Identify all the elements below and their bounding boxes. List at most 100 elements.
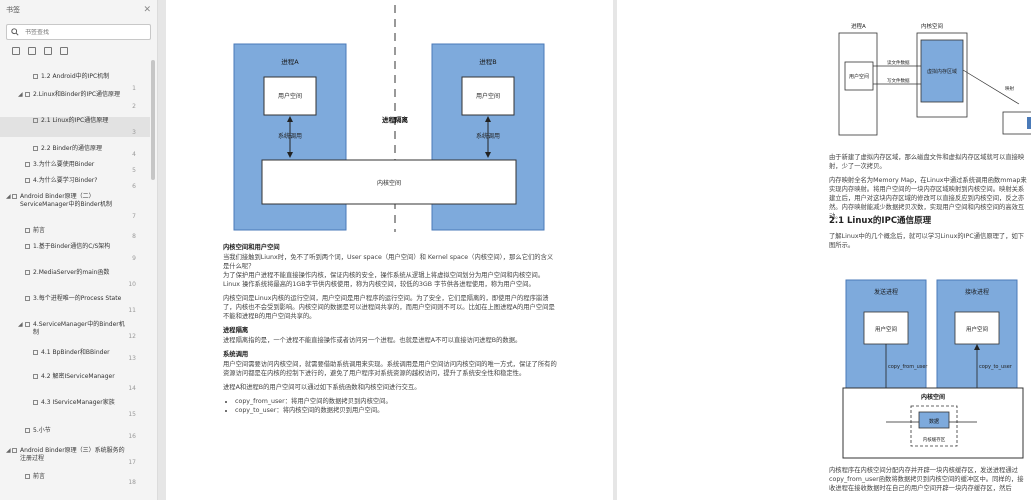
toc-page: 7 (132, 213, 136, 220)
page-icon (25, 228, 30, 233)
left-page-text: 内核空间和用户空间 当我们接触到Liunx时，免不了听到两个词，User spa… (223, 243, 559, 415)
add-bookmark-icon[interactable] (44, 47, 52, 55)
write-file-label: 写文件数据 (887, 77, 910, 84)
page-icon (33, 146, 38, 151)
chevron-down-icon[interactable]: ◢ (6, 447, 11, 454)
paragraph: 用户空间需要访问内核空间，就需要借助系统调用来实现。系统调用是用户空间访问内核空… (223, 361, 557, 377)
process-b-label: 进程B (479, 57, 496, 66)
page-icon (33, 350, 38, 355)
document-viewer[interactable]: 进程A 进程B 用户空间 用户空间 系统调用 系统调用 内核空间 进程隔离 内核 (158, 0, 1031, 500)
page-icon (25, 322, 30, 327)
toc-item-label: Android Binder原理（三）系统服务的注册过程 (20, 447, 125, 462)
toc-page: 18 (128, 479, 136, 486)
bullet-list: copy_from_user：将用户空间的数据拷贝到内核空间。 copy_to_… (235, 397, 559, 415)
toc-item-label: 1.基于Binder通信的C/S架构 (33, 243, 111, 250)
toc-page: 15 (128, 411, 136, 418)
mmap-process-a-label: 进程A (851, 22, 866, 30)
toc-page: 8 (132, 233, 136, 240)
page-icon (33, 400, 38, 405)
section-heading: 2.1 Linux的IPC通信原理 (829, 216, 932, 226)
data-label: 数据 (929, 418, 939, 425)
toc-item[interactable]: 2.1 Linux的IPC通信原理 3 (0, 117, 150, 137)
chevron-down-icon[interactable]: ◢ (6, 193, 11, 200)
toc-item[interactable]: 2.MediaServer的main函数 10 (0, 269, 150, 288)
toc-page: 16 (128, 433, 136, 440)
page-icon (25, 178, 30, 183)
toc-page: 9 (132, 255, 136, 262)
syscall-b-label: 系统调用 (476, 132, 500, 140)
bookmark-search[interactable] (6, 24, 151, 40)
copy-from-user-label: copy_from_user (888, 364, 928, 370)
page-icon (12, 194, 17, 199)
search-input[interactable] (25, 28, 125, 36)
page-icon (12, 448, 17, 453)
page-icon (33, 74, 38, 79)
page-icon (25, 270, 30, 275)
bookmark-icon[interactable] (60, 47, 68, 55)
collapse-all-icon[interactable] (28, 47, 36, 55)
copy-to-user-label: copy_to_user (979, 364, 1013, 370)
paragraph: 内核空间是Linux内核的运行空间，用户空间是用户程序的运行空间。为了安全，它们… (223, 295, 555, 320)
mmap-user-space-label: 用户空间 (849, 73, 869, 80)
bookmark-sidebar: 书签 ✕ 1.2 Android中的IPC机制 1 ◢2.Linux和Binder… (0, 0, 158, 500)
paragraph: 内核程序在内核空间分配内存并开辟一块内核缓存区，发送进程通过copy_from_… (829, 467, 1024, 492)
syscall-a-label: 系统调用 (278, 132, 302, 140)
process-isolation-diagram: 进程A 进程B 用户空间 用户空间 系统调用 系统调用 内核空间 进程隔离 (233, 5, 545, 232)
toc-page: 4 (132, 151, 136, 158)
close-icon[interactable]: ✕ (143, 5, 151, 15)
toc-item[interactable]: 前言 8 (0, 227, 150, 240)
mmap-kernel-label: 内核空间 (921, 22, 943, 30)
paragraph: 由于新建了虚拟内存区域，那么磁盘文件和虚拟内存区域就可以直接映射，少了一次拷贝。 (829, 154, 1025, 170)
toc-item[interactable]: 4.为什么要学习Binder?6 (0, 177, 150, 190)
toc-item-label: 5.小节 (33, 427, 51, 434)
toc-item[interactable]: 1.基于Binder通信的C/S架构 9 (0, 243, 150, 262)
page-icon (33, 374, 38, 379)
toc-page: 17 (128, 459, 136, 466)
list-item: copy_to_user：将内核空间的数据拷贝到用户空间。 (235, 406, 559, 415)
sidebar-toolbar (0, 40, 157, 59)
toc-item[interactable]: 1.2 Android中的IPC机制 1 (0, 73, 150, 92)
heading-syscall: 系统调用 (223, 351, 249, 358)
paragraph: 了解Linux中的几个概念后，就可以学习Linux的IPC通信原理了，如下图所示… (829, 233, 1025, 249)
toc-item[interactable]: 5.小节 16 (0, 427, 150, 440)
page-icon (25, 296, 30, 301)
toc-item-label: 1.2 Android中的IPC机制 (41, 73, 110, 80)
pdf-page-left: 进程A 进程B 用户空间 用户空间 系统调用 系统调用 内核空间 进程隔离 内核 (166, 0, 613, 500)
virtual-mem-label: 虚拟内存区域 (927, 68, 957, 75)
expand-all-icon[interactable] (12, 47, 20, 55)
toc-item-label: 前言 (33, 227, 46, 234)
isolation-label: 进程隔离 (382, 115, 409, 124)
ipc-kernel-label: 内核空间 (921, 393, 945, 401)
toc-page: 12 (128, 333, 136, 340)
toc-item[interactable]: 前言 18 (0, 473, 150, 486)
toc-item[interactable]: ◢ Android Binder原理（二）ServiceManager中的Bind… (0, 193, 150, 220)
toc-item-label: 前言 (33, 473, 46, 480)
chevron-down-icon[interactable]: ◢ (18, 321, 23, 328)
sidebar-title: 书签 (6, 6, 20, 14)
toc-item-label: 2.MediaServer的main函数 (33, 269, 110, 276)
toc-page: 1 (132, 85, 136, 92)
page-icon (25, 162, 30, 167)
sidebar-scrollbar[interactable] (151, 60, 155, 180)
toc-page: 10 (128, 281, 136, 288)
toc-item-label: Android Binder原理（二）ServiceManager中的Binde… (20, 193, 113, 208)
toc-page: 6 (132, 183, 136, 190)
toc-item-label: 2.1 Linux的IPC通信原理 (41, 117, 109, 124)
kernel-buffer-label: 内核缓存区 (923, 436, 946, 443)
send-user-space-label: 用户空间 (875, 325, 897, 333)
right-page-text-top: 由于新建了虚拟内存区域，那么磁盘文件和虚拟内存区域就可以直接映射，少了一次拷贝。… (829, 153, 1027, 226)
search-icon (11, 28, 19, 36)
toc-item-label: 4.1 BpBinder和BBinder (41, 349, 110, 356)
toc-page: 3 (132, 129, 136, 136)
page-icon (25, 428, 30, 433)
chevron-down-icon[interactable]: ◢ (18, 91, 23, 98)
